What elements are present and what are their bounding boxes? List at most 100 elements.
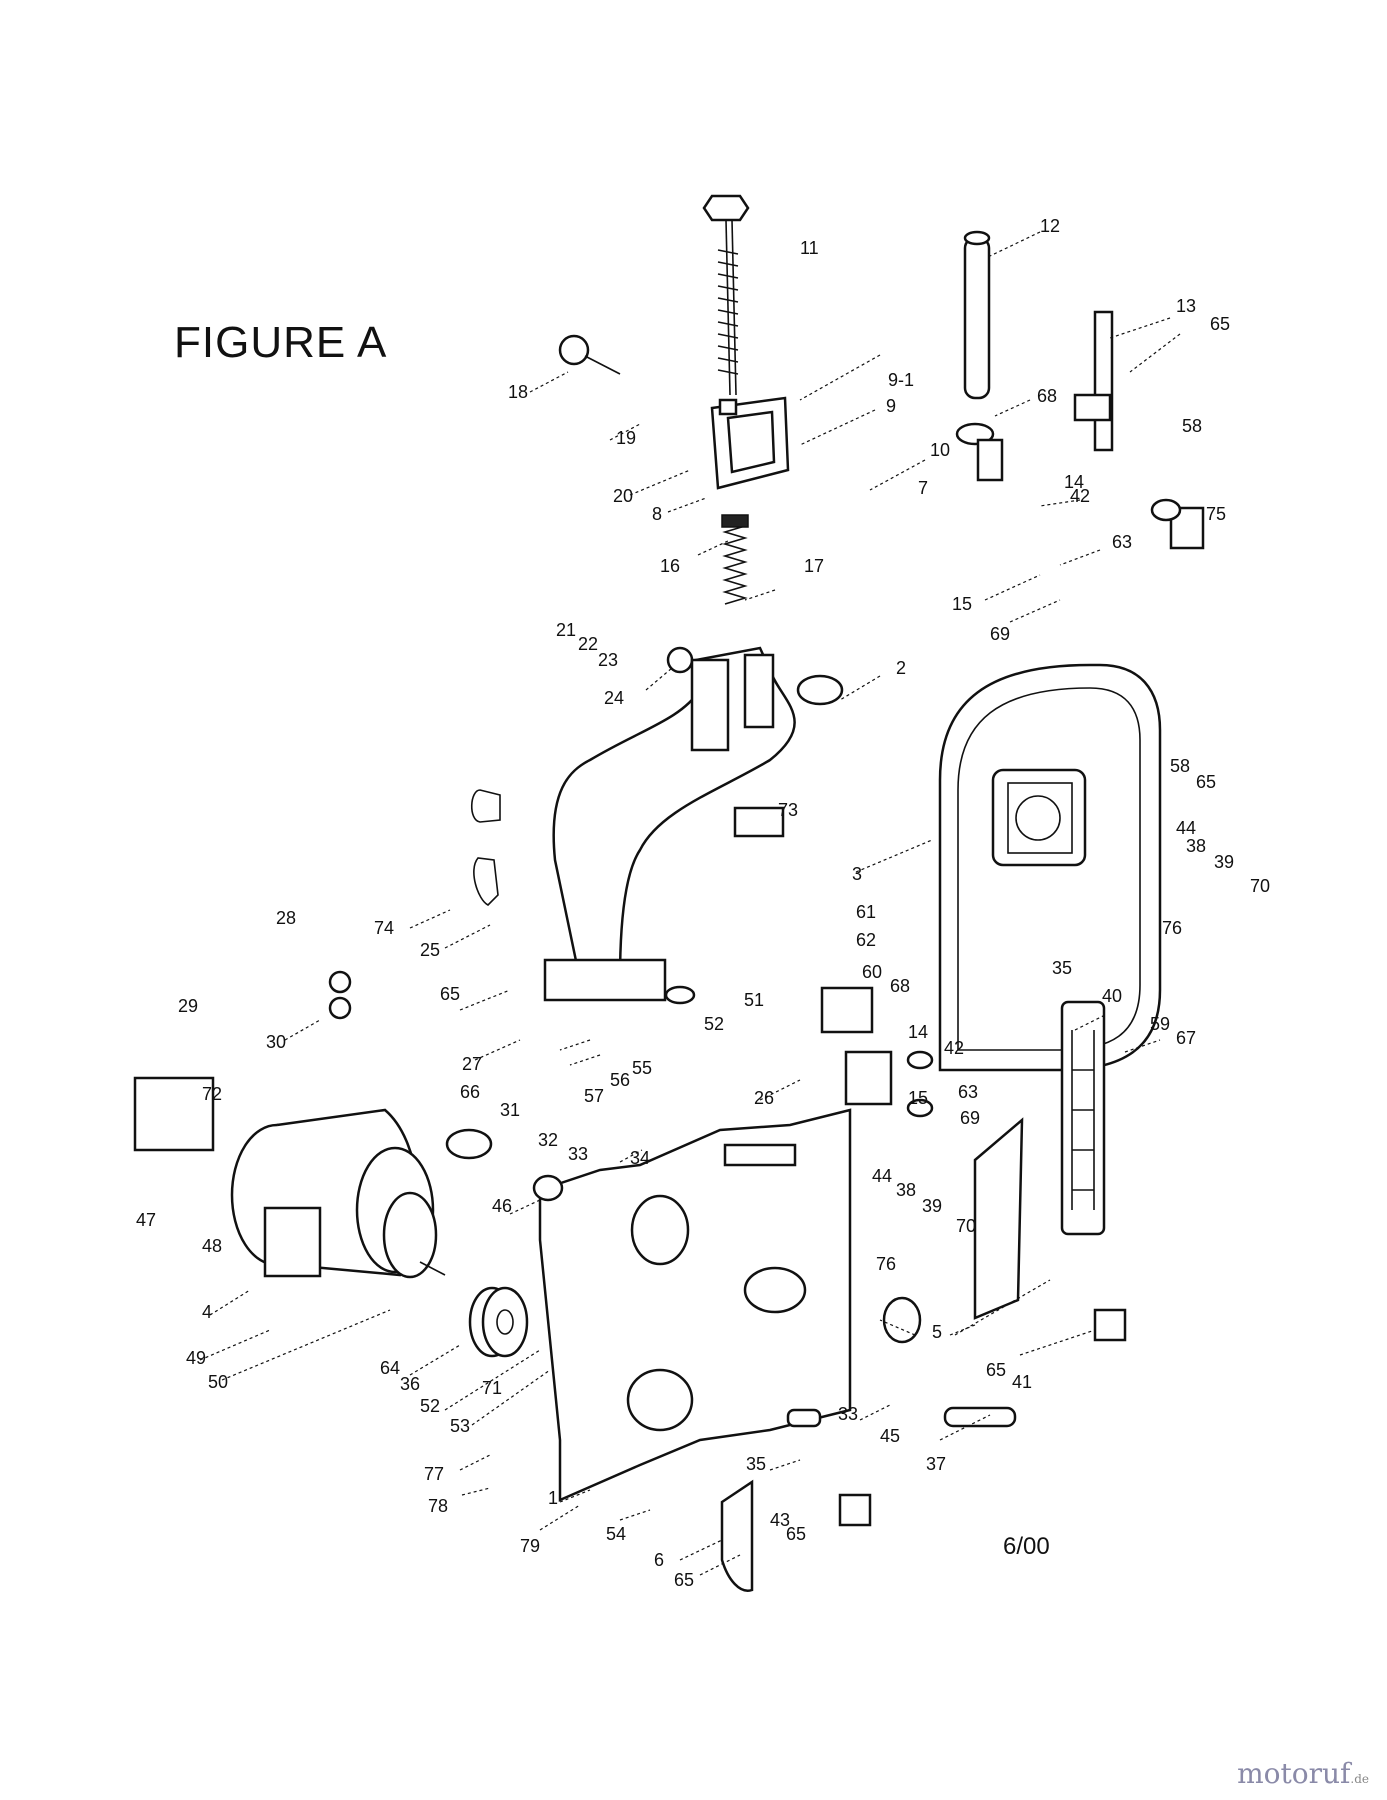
- callout-44b: 44: [872, 1166, 892, 1186]
- callout-39b: 39: [922, 1196, 942, 1216]
- callout-15b: 15: [908, 1088, 928, 1108]
- figure-title: FIGURE A: [174, 318, 388, 367]
- callout-9: 9: [886, 396, 896, 416]
- callout-33a: 33: [568, 1144, 588, 1164]
- callout-56: 56: [610, 1070, 630, 1090]
- callout-42b: 42: [944, 1038, 964, 1058]
- callout-7: 7: [918, 478, 928, 498]
- callout-70a: 70: [1250, 876, 1270, 896]
- callout-30: 30: [266, 1032, 286, 1052]
- upper-wheel-cover: [938, 663, 1162, 1072]
- callout-4: 4: [202, 1302, 212, 1322]
- date-code: 6/00: [1003, 1533, 1050, 1560]
- callout-18: 18: [508, 382, 528, 402]
- callout-5: 5: [932, 1322, 942, 1342]
- callout-2: 2: [896, 658, 906, 678]
- callout-28: 28: [276, 908, 296, 928]
- callout-43: 43: [770, 1510, 790, 1530]
- tension-spring: [721, 514, 749, 605]
- callout-46: 46: [492, 1196, 512, 1216]
- callout-65e: 65: [786, 1524, 806, 1544]
- callout-38b: 38: [896, 1180, 916, 1200]
- callout-75: 75: [1206, 504, 1226, 524]
- side-knob: [558, 334, 694, 674]
- callout-3: 3: [852, 864, 862, 884]
- callout-79: 79: [520, 1536, 540, 1556]
- callout-53: 53: [450, 1416, 470, 1436]
- callout-16: 16: [660, 556, 680, 576]
- callout-25: 25: [420, 940, 440, 960]
- leader-lines: [199, 231, 1181, 1576]
- callout-29: 29: [178, 996, 198, 1016]
- callout-67: 67: [1176, 1028, 1196, 1048]
- callout-36: 36: [400, 1374, 420, 1394]
- callout-22: 22: [578, 634, 598, 654]
- callout-74: 74: [374, 918, 394, 938]
- callout-76a: 76: [1162, 918, 1182, 938]
- callout-39a: 39: [1214, 852, 1234, 872]
- callout-21: 21: [556, 620, 576, 640]
- callout-14b: 14: [908, 1022, 928, 1042]
- callout-78: 78: [428, 1496, 448, 1516]
- callout-32: 32: [538, 1130, 558, 1150]
- callout-68a: 68: [1037, 386, 1057, 406]
- callout-37: 37: [926, 1454, 946, 1474]
- callout-12: 12: [1040, 216, 1060, 236]
- callout-64: 64: [380, 1358, 400, 1378]
- base-frame: [538, 1108, 852, 1502]
- callout-40: 40: [1102, 986, 1122, 1006]
- callout-47: 47: [136, 1210, 156, 1230]
- callout-35a: 35: [1052, 958, 1072, 978]
- callout-13: 13: [1176, 296, 1196, 316]
- callout-20: 20: [613, 486, 633, 506]
- callout-58b: 58: [1170, 756, 1190, 776]
- callout-77: 77: [424, 1464, 444, 1484]
- callout-41: 41: [1012, 1372, 1032, 1392]
- blade-guard: [1060, 1000, 1106, 1236]
- callout-26: 26: [754, 1088, 774, 1108]
- misc-parts: [328, 498, 1205, 1592]
- callout-65a: 65: [1210, 314, 1230, 334]
- callout-55: 55: [632, 1058, 652, 1078]
- callout-65f: 65: [674, 1570, 694, 1590]
- callout-34: 34: [630, 1148, 650, 1168]
- callout-66: 66: [460, 1082, 480, 1102]
- watermark-text: motoruf: [1237, 1757, 1351, 1790]
- callout-63a: 63: [1112, 532, 1132, 552]
- callout-27: 27: [462, 1054, 482, 1074]
- watermark: motoruf.de: [1237, 1757, 1369, 1790]
- callout-52b: 52: [420, 1396, 440, 1416]
- callout-15a: 15: [952, 594, 972, 614]
- motor: [230, 1108, 446, 1279]
- callout-42a: 42: [1070, 486, 1090, 506]
- callout-59: 59: [1150, 1014, 1170, 1034]
- callout-69b: 69: [960, 1108, 980, 1128]
- callout-58a: 58: [1182, 416, 1202, 436]
- callout-44a: 44: [1176, 818, 1196, 838]
- callout-73: 73: [778, 800, 798, 820]
- tension-knob-assembly: [702, 194, 750, 396]
- callout-23: 23: [598, 650, 618, 670]
- callout-19: 19: [616, 428, 636, 448]
- callout-60: 60: [862, 962, 882, 982]
- callout-68b: 68: [890, 976, 910, 996]
- callout-24: 24: [604, 688, 624, 708]
- callout-70b: 70: [956, 1216, 976, 1236]
- callout-33b: 33: [838, 1404, 858, 1424]
- callout-9-1: 9-1: [888, 370, 914, 390]
- callout-52a: 52: [704, 1014, 724, 1034]
- callout-11: 11: [800, 238, 819, 258]
- callout-8: 8: [652, 504, 662, 524]
- callout-45: 45: [880, 1426, 900, 1446]
- callout-65b: 65: [1196, 772, 1216, 792]
- callout-57: 57: [584, 1086, 604, 1106]
- callout-6: 6: [654, 1550, 664, 1570]
- callout-48: 48: [202, 1236, 222, 1256]
- callout-49: 49: [186, 1348, 206, 1368]
- callout-76b: 76: [876, 1254, 896, 1274]
- part-callouts: 11 12 13 65 58 68 10 7 14 42 75 63 15 69…: [136, 216, 1270, 1590]
- callout-69a: 69: [990, 624, 1010, 644]
- blade-guide-bracket: [710, 396, 790, 490]
- callout-54: 54: [606, 1524, 626, 1544]
